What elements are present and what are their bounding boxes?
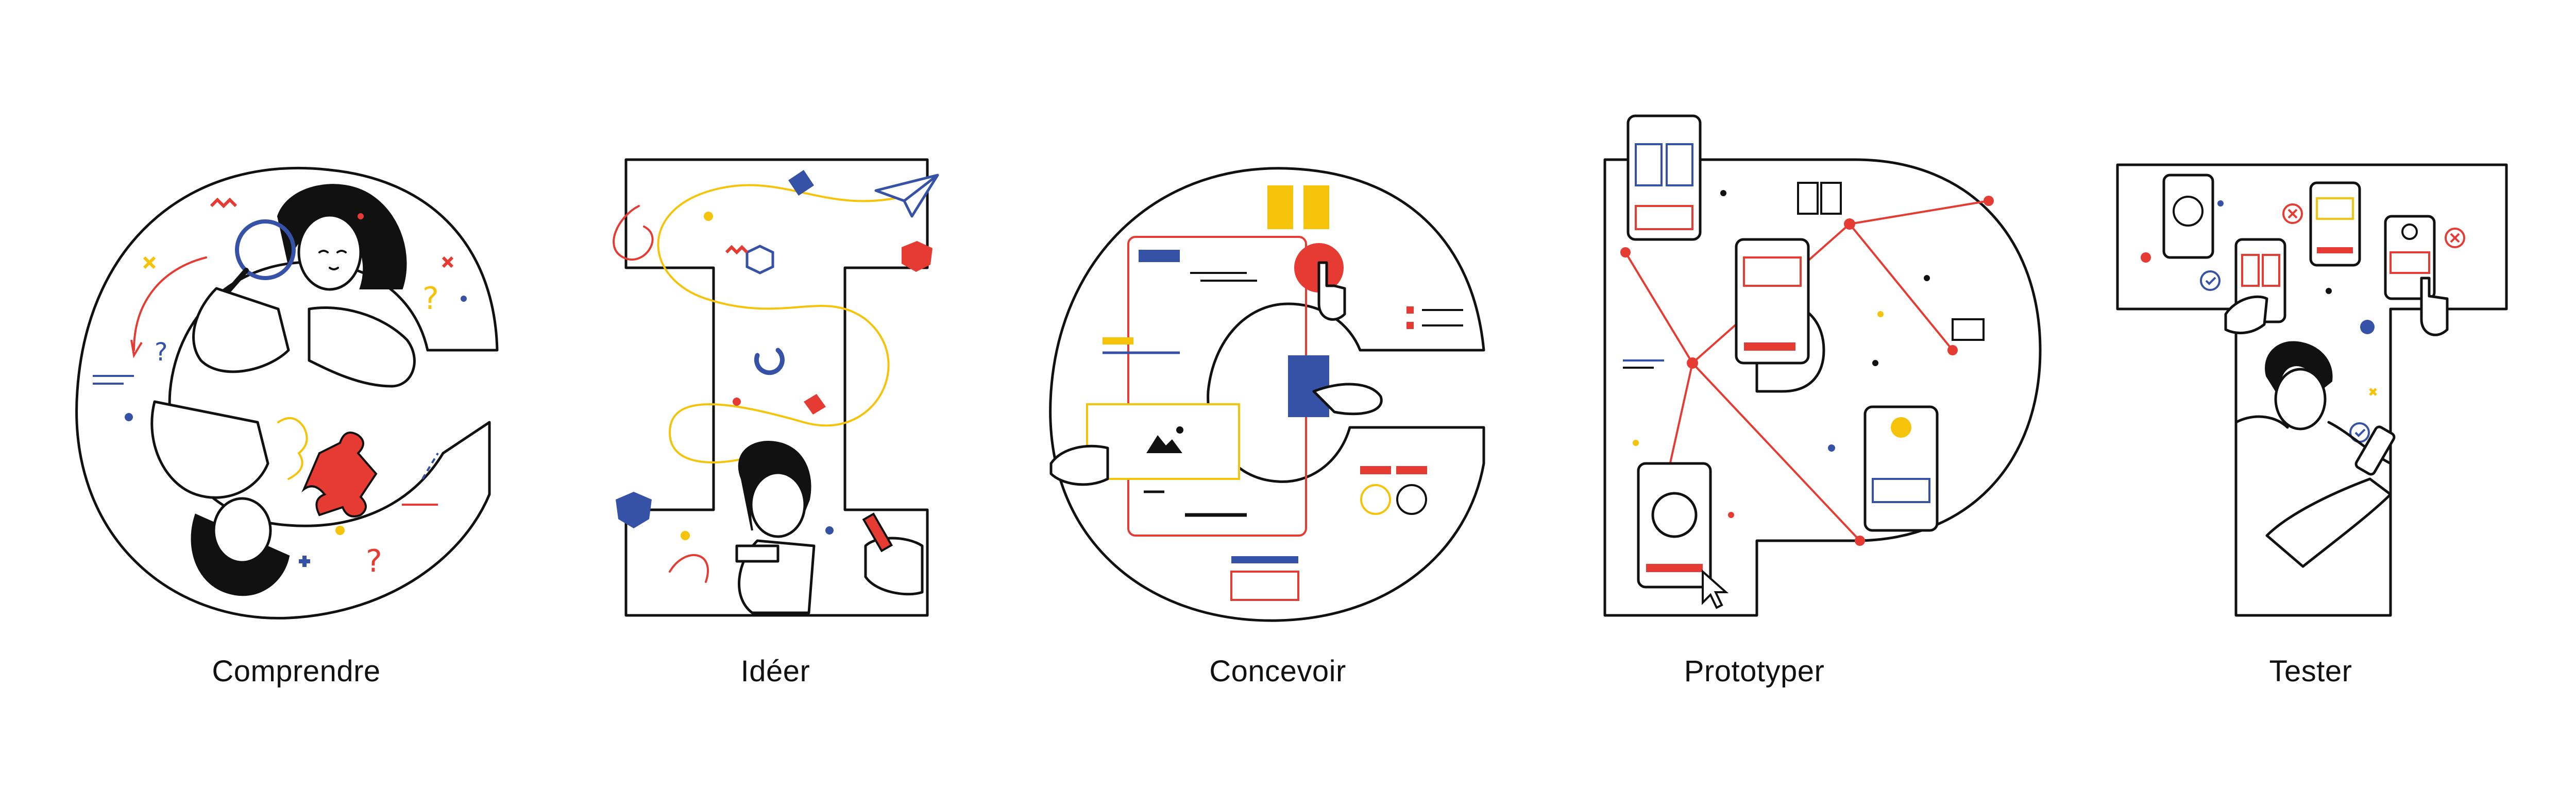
image-card (1086, 403, 1240, 480)
label-comprendre: Comprendre (212, 655, 381, 688)
panel-tester-illustration (2116, 163, 2508, 617)
label-prototyper: Prototyper (1684, 655, 1825, 688)
man-head (191, 497, 290, 596)
thinking-person (735, 441, 816, 614)
woman-head (277, 184, 407, 291)
letter-c2-outline (1049, 167, 1485, 622)
tester-person (2234, 341, 2396, 568)
panel-concevoir-illustration (1049, 167, 1485, 622)
svg-text:?: ? (155, 338, 167, 367)
svg-text:?: ? (366, 543, 382, 579)
puzzle-piece-icon (301, 432, 378, 518)
svg-text:?: ? (422, 281, 439, 317)
panel-comprendre-illustration: ? ? ? (75, 166, 499, 619)
paper-plane-icon (874, 174, 939, 218)
label-concevoir: Concevoir (1209, 655, 1346, 688)
label-ideer: Idéer (740, 655, 810, 688)
panel-ideer-illustration (613, 158, 939, 617)
letter-i-outline (624, 158, 929, 617)
panel-prototyper-illustration (1603, 114, 2042, 617)
label-tester: Tester (2269, 655, 2352, 688)
letter-t-outline (2116, 163, 2508, 617)
